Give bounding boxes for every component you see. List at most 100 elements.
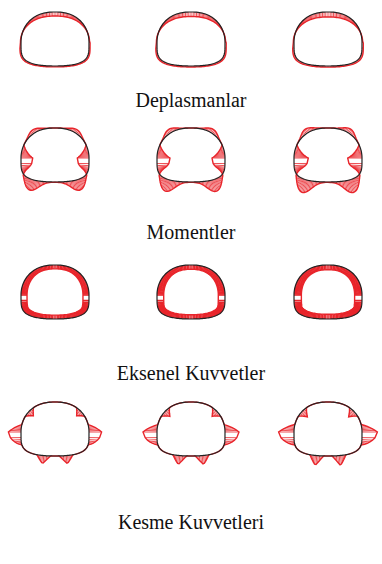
- hatch-line: [21, 291, 27, 293]
- hatch-line: [294, 301, 301, 303]
- hatch-line: [83, 294, 89, 296]
- tunnel-diagram: [157, 265, 225, 319]
- hatch-line: [294, 291, 301, 293]
- hatch-line: [21, 302, 27, 304]
- hatch-line: [281, 430, 294, 431]
- hatch-line: [21, 293, 27, 295]
- tunnel-diagram: [294, 128, 362, 193]
- tunnel-outline: [21, 12, 89, 66]
- hatch-line: [330, 12, 331, 17]
- hatch-line: [215, 179, 219, 190]
- tunnel-diagram: [21, 128, 89, 190]
- tunnel-outline: [157, 128, 225, 182]
- tunnel-diagram: [20, 12, 90, 67]
- hatch-line: [22, 289, 28, 290]
- hatch-line: [218, 305, 224, 306]
- hatch-line: [355, 300, 362, 302]
- hatch-line: [355, 178, 359, 185]
- tunnel-diagram: [21, 265, 89, 319]
- hatch-line: [171, 313, 172, 318]
- hatch-line: [143, 432, 157, 433]
- hatch-line: [329, 314, 331, 319]
- hatch-line: [354, 306, 360, 309]
- hatch-line: [362, 432, 377, 433]
- tunnel-diagram: [279, 402, 378, 465]
- hatch-line: [168, 312, 170, 317]
- hatch-line: [157, 163, 169, 164]
- result-curve: [156, 17, 226, 68]
- hatch-line: [157, 291, 164, 293]
- result-curve: [8, 402, 101, 463]
- hatch-line: [218, 294, 225, 296]
- hatch-line: [355, 293, 362, 295]
- result-curve: [164, 269, 219, 314]
- hatch-line: [349, 163, 362, 164]
- hatch-line: [157, 290, 164, 291]
- hatch-line: [218, 304, 225, 307]
- hatch-line: [21, 300, 27, 302]
- hatch-line: [279, 432, 294, 433]
- hatch-line: [83, 302, 89, 304]
- hatch-line: [157, 292, 164, 294]
- hatch-line: [32, 312, 33, 316]
- tunnel-outline: [157, 402, 225, 456]
- hatch-line: [83, 292, 89, 294]
- hatch-line: [305, 311, 307, 316]
- hatch-line: [157, 302, 164, 304]
- hatch-line: [344, 269, 346, 274]
- hatch-line: [294, 292, 301, 294]
- hatch-line: [83, 304, 89, 306]
- hatch-line: [158, 286, 164, 288]
- result-curve: [23, 128, 86, 190]
- hatch-line: [157, 300, 164, 302]
- hatch-line: [158, 288, 164, 289]
- hatch-line: [157, 158, 170, 159]
- hatch-line: [81, 178, 84, 185]
- hatch-line: [354, 303, 361, 305]
- result-curve: [296, 128, 360, 193]
- hatch-line: [331, 314, 333, 319]
- hatch-line: [294, 290, 301, 291]
- result-curve: [279, 402, 378, 465]
- hatch-line: [327, 314, 329, 319]
- hatch-line: [21, 294, 27, 296]
- hatch-line: [225, 437, 237, 438]
- hatch-line: [329, 265, 331, 270]
- hatch-line: [295, 286, 302, 288]
- hatch-line: [354, 178, 358, 186]
- hatch-line: [348, 158, 362, 159]
- tunnel-diagram: [157, 128, 225, 191]
- hatch-line: [354, 306, 361, 308]
- hatch-line: [328, 12, 329, 17]
- hatch-line: [294, 158, 308, 159]
- hatch-line: [327, 265, 329, 270]
- hatch-line: [169, 312, 170, 317]
- hatch-line: [308, 312, 309, 317]
- hatch-line: [83, 290, 89, 293]
- hatch-line: [306, 311, 308, 316]
- tunnel-outline: [294, 265, 362, 319]
- hatch-line: [8, 432, 21, 433]
- hatch-line: [83, 306, 89, 308]
- hatch-line: [294, 300, 301, 302]
- hatch-line: [22, 287, 28, 289]
- hatch-line: [355, 294, 362, 296]
- hatch-line: [354, 304, 361, 305]
- tunnel-outline: [157, 12, 225, 66]
- tunnel-diagram: [293, 12, 364, 67]
- hatch-line: [31, 312, 33, 317]
- tunnel-outline: [294, 128, 362, 182]
- hatch-line: [362, 437, 375, 438]
- hatch-line: [295, 288, 302, 290]
- hatch-line: [21, 292, 27, 294]
- caption: Kesme Kuvvetleri: [0, 510, 382, 534]
- hatch-line: [159, 285, 165, 287]
- hatch-line: [218, 302, 225, 304]
- tunnel-outline: [294, 402, 362, 456]
- hatch-line: [212, 158, 225, 159]
- hatch-line: [10, 437, 21, 438]
- hatch-line: [294, 293, 301, 295]
- hatch-line: [218, 291, 225, 293]
- hatch-line: [343, 268, 345, 273]
